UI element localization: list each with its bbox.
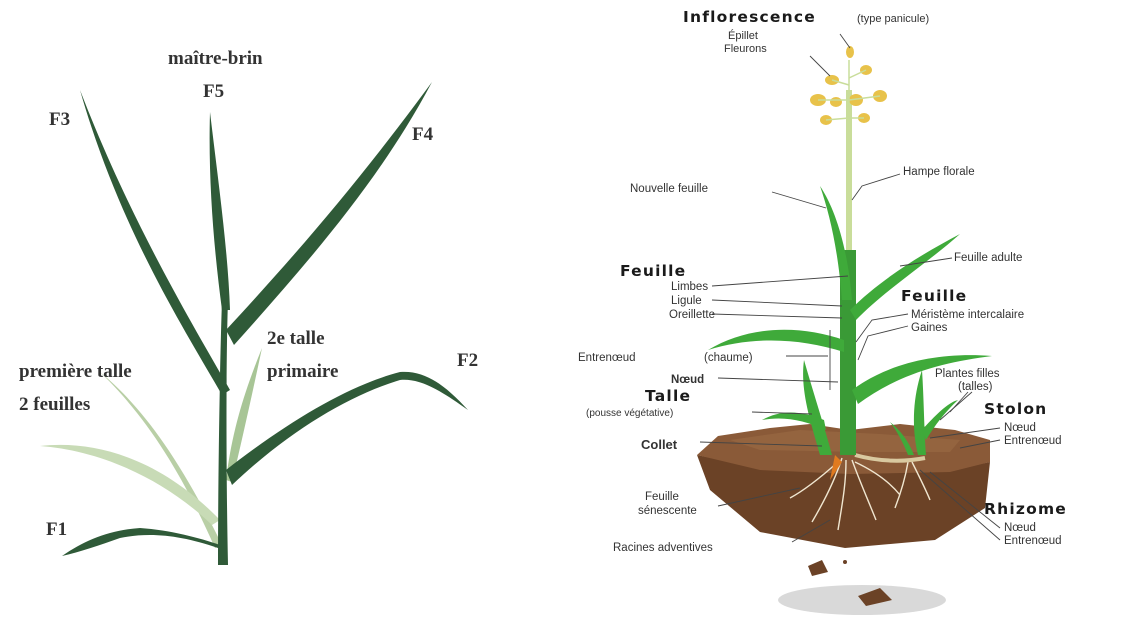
label-first-tiller: première talle [19, 361, 132, 382]
label-internode-left: Entrenœud [578, 352, 636, 364]
title-inflorescence: Inflorescence [683, 8, 816, 26]
label-daughter-plants: Plantes filles [935, 368, 1000, 380]
leaf-f3 [80, 90, 230, 395]
leaf-f1 [62, 528, 220, 556]
label-primary: primaire [267, 361, 338, 382]
first-tiller-leaf-b [40, 445, 220, 525]
label-second-tiller: 2e talle [267, 328, 325, 349]
right-grass-anatomy-illustration: Inflorescence (type panicule) Épillet Fl… [578, 8, 1067, 615]
title-leaf-left: Feuille [620, 262, 686, 280]
title-rhizome: Rhizome [984, 500, 1067, 518]
label-meristem: Méristème intercalaire [911, 309, 1024, 321]
label-sheaths: Gaines [911, 322, 948, 334]
label-blades: Limbes [671, 281, 708, 293]
label-stolon-node: Nœud [1004, 422, 1036, 434]
left-leaf [708, 330, 844, 352]
label-f2: F2 [457, 350, 478, 371]
label-f4: F4 [412, 124, 434, 145]
label-senescent-leaf-1: Feuille [645, 491, 679, 503]
label-senescent-leaf-2: sénescente [638, 505, 697, 517]
label-florets: Fleurons [724, 43, 767, 55]
label-adventitious-roots: Racines adventives [613, 542, 713, 554]
label-rhizome-node: Nœud [1004, 522, 1036, 534]
label-tiller-sub: (pousse végétative) [586, 408, 673, 419]
leaf-f2 [226, 372, 468, 485]
daughter-plant-leaf [914, 370, 926, 455]
label-culm: (chaume) [704, 352, 753, 364]
title-tiller: Talle [645, 387, 691, 405]
label-new-leaf: Nouvelle feuille [630, 183, 708, 195]
main-stem [218, 300, 228, 565]
label-f1: F1 [46, 519, 67, 540]
label-daughter-sub: (talles) [958, 381, 993, 393]
label-inflorescence-type: (type panicule) [857, 13, 929, 25]
label-f3: F3 [49, 109, 70, 130]
label-adult-leaf: Feuille adulte [954, 252, 1022, 264]
label-node-left: Nœud [671, 374, 704, 386]
title-leaf-right: Feuille [901, 287, 967, 305]
title-stolon: Stolon [984, 400, 1047, 418]
soil-fragment [808, 560, 828, 576]
adult-leaf [850, 234, 960, 320]
label-f5: F5 [203, 81, 224, 102]
label-collar: Collet [641, 437, 678, 452]
label-two-leaves: 2 feuilles [19, 394, 90, 415]
left-tillering-illustration: maître-brin F5 F3 F4 2e talle primaire F… [19, 48, 478, 565]
label-spikelet: Épillet [728, 29, 758, 42]
label-rhizome-internode: Entrenœud [1004, 535, 1062, 547]
leaf-f5 [210, 112, 230, 310]
soil-fragment [843, 560, 847, 564]
label-auricle: Oreillette [669, 309, 715, 321]
leaf-f4 [226, 82, 432, 345]
label-main-stem: maître-brin [168, 48, 263, 69]
label-ligule: Ligule [671, 295, 702, 307]
label-stolon-internode: Entrenœud [1004, 435, 1062, 447]
label-flower-stalk: Hampe florale [903, 166, 975, 178]
